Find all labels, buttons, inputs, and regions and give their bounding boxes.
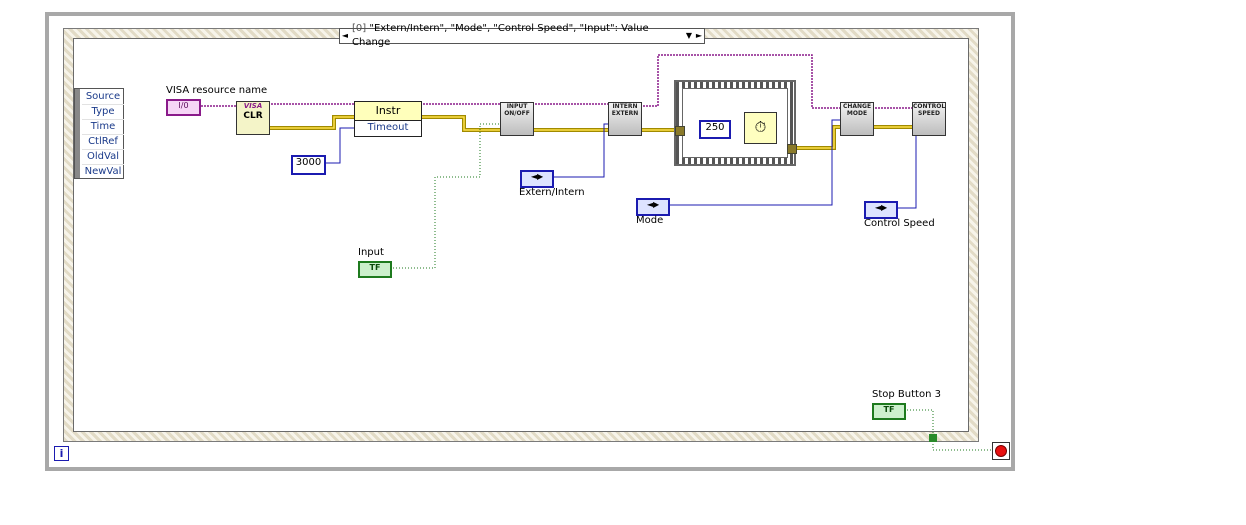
input-wire [390,123,500,269]
input-onoff-node[interactable]: INPUT ON/OFF [500,102,534,136]
extern-intern-wire [552,123,608,178]
control-speed-wire [896,134,917,209]
info-icon[interactable]: i [54,446,69,461]
control-speed-label: Control Speed [864,218,935,229]
extern-intern-terminal[interactable]: ◄▶ [520,170,554,188]
input-label: Input [358,247,384,258]
selector-index: [0] [352,23,367,34]
mode-terminal[interactable]: ◄▶ [636,198,670,216]
timeout-wire [322,127,354,164]
sequence-tunnel-right[interactable] [787,144,797,154]
control-speed-terminal[interactable]: ◄▶ [864,201,898,219]
event-data-node[interactable]: Source Type Time CtlRef OldVal NewVal [74,88,124,179]
wait-ms-constant[interactable]: 250 [699,120,731,139]
stop-dot [995,445,1007,457]
stop-icon[interactable] [992,442,1010,460]
event-data-source[interactable]: Source [82,89,124,105]
change-mode-text: CHANGE MODE [842,103,872,117]
control-speed-node[interactable]: CONTROL SPEED [912,102,946,136]
error-wire-inner [268,116,912,149]
event-data-oldval[interactable]: OldVal [82,149,124,165]
property-node-timeout[interactable]: Timeout [367,122,409,133]
selector-right-arrow[interactable]: ► [695,31,703,40]
event-data-time[interactable]: Time [82,119,124,135]
stop-button-label: Stop Button 3 [872,389,941,400]
change-mode-node[interactable]: CHANGE MODE [840,102,874,136]
sequence-tunnel-left[interactable] [675,126,685,136]
input-terminal[interactable]: TF [358,261,392,278]
event-data-newval[interactable]: NewVal [84,166,122,177]
input-onoff-text: INPUT ON/OFF [504,103,530,117]
visa-clear-bottom: CLR [243,111,263,121]
timeout-constant[interactable]: 3000 [291,155,326,175]
intern-extern-node[interactable]: INTERN EXTERN [608,102,642,136]
stop-wire [904,409,992,451]
intern-extern-text: INTERN EXTERN [611,103,639,117]
visa-resource-label: VISA resource name [166,85,268,96]
property-node-header: Instr [355,102,421,121]
selector-dropdown-arrow[interactable]: ▼ [685,31,693,40]
property-node[interactable]: Instr Timeout [354,101,422,137]
visa-clear-top: VISA [243,102,263,110]
event-case-selector[interactable]: ◄ [0] "Extern/Intern", "Mode", "Control … [339,23,705,48]
wait-timer-icon[interactable]: ⏱ [744,112,777,144]
extern-intern-label: Extern/Intern [519,187,585,198]
stop-button-terminal[interactable]: TF [872,403,906,420]
event-data-type[interactable]: Type [82,104,124,120]
visa-clear-node[interactable]: VISA CLR [236,101,270,135]
selector-left-arrow[interactable]: ◄ [341,31,349,40]
visa-wire [198,54,912,109]
stop-tunnel[interactable] [929,434,937,442]
selector-label[interactable]: [0] "Extern/Intern", "Mode", "Control Sp… [350,22,684,50]
mode-label: Mode [636,215,664,226]
visa-resource-terminal[interactable]: I/0 [166,99,201,116]
selector-events: "Extern/Intern", "Mode", "Control Speed"… [352,23,649,48]
mode-wire [668,119,840,206]
event-data-ctlref[interactable]: CtlRef [82,134,124,150]
control-speed-text: CONTROL SPEED [913,103,946,117]
event-data-node-bar [75,89,80,178]
